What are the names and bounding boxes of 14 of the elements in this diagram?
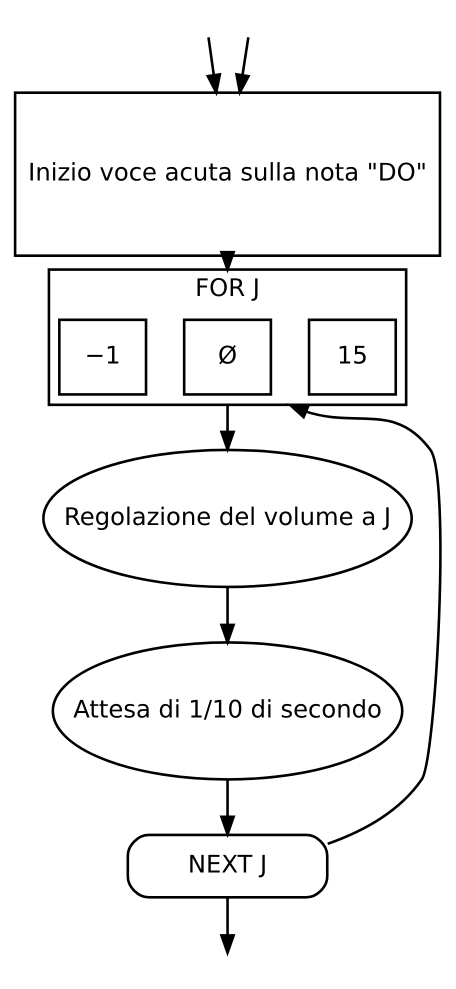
arrow [234,36,250,96]
node-ellipse: Attesa di 1/10 di secondo [52,640,404,780]
node-box: −1 [58,318,148,396]
arrow [206,36,222,96]
arrow [220,250,236,273]
node-box: 15 [308,318,398,396]
arrow [220,779,236,838]
arrow [286,402,442,845]
arrow [220,404,236,453]
node-box: Ø [182,318,272,396]
arrow [220,897,236,956]
arrow [220,586,236,646]
node-box: NEXT J [126,833,329,898]
node-ellipse: Regolazione del volume a J [42,448,413,588]
